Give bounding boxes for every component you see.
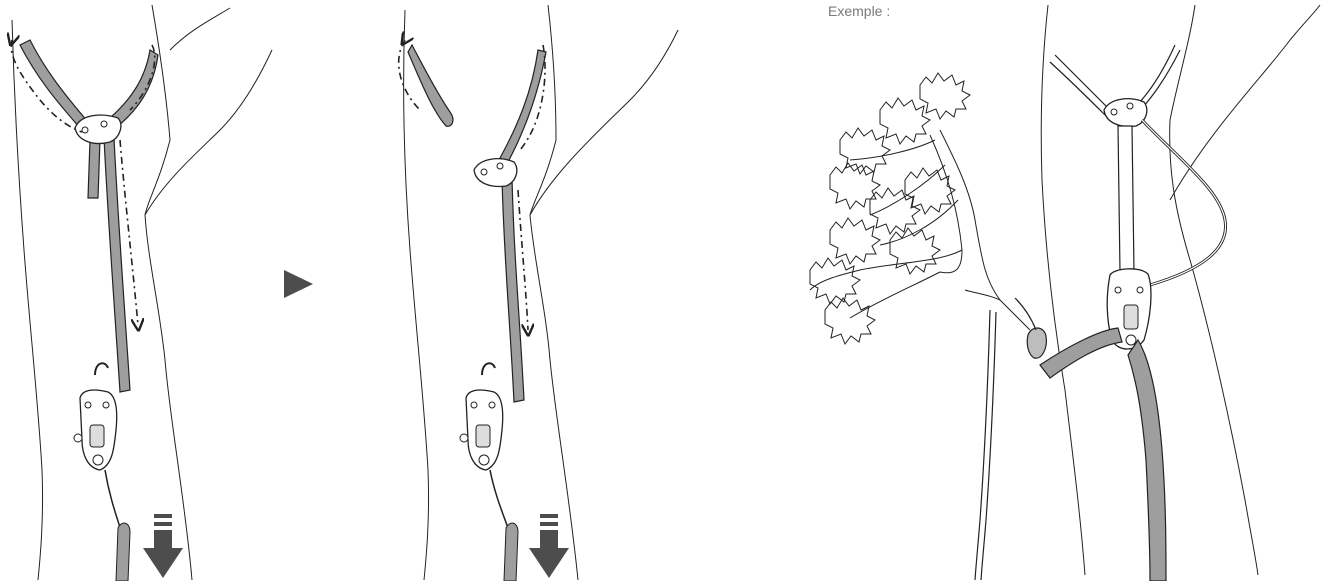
- panel-1-strap-adjustment: [11, 5, 272, 581]
- pull-down-arrow: [143, 514, 183, 578]
- tree-rope-left: [975, 310, 990, 580]
- strap-buckle: [474, 159, 517, 187]
- leg-strap: [20, 40, 158, 392]
- ascender-device: [74, 363, 117, 470]
- side-lanyard: [1142, 120, 1226, 285]
- leg-outline: [404, 5, 678, 580]
- rope-end-tail: [504, 523, 518, 581]
- rope-clamp: [1015, 298, 1046, 358]
- pull-down-arrow: [529, 514, 569, 578]
- rope-end-tail: [116, 523, 130, 581]
- side-lanyard-inner: [1142, 120, 1226, 285]
- panel-2-strap-tightened: [399, 5, 678, 581]
- vertical-strap: [1118, 126, 1134, 272]
- panel-3-example-tree-anchor: [810, 5, 1320, 581]
- play-triangle-icon: [284, 270, 313, 298]
- climbing-rope: [1128, 340, 1166, 581]
- rope-bridge: [1040, 328, 1122, 378]
- threading-direction-arrows: [399, 40, 545, 330]
- leg-outline: [1041, 5, 1320, 575]
- tree-illustration: [810, 73, 1030, 344]
- leg-strap: [408, 45, 546, 402]
- ascender-device: [460, 363, 503, 470]
- strap-buckle: [75, 115, 121, 143]
- threading-direction-arrows: [11, 40, 155, 325]
- strap-buckle: [1104, 99, 1147, 127]
